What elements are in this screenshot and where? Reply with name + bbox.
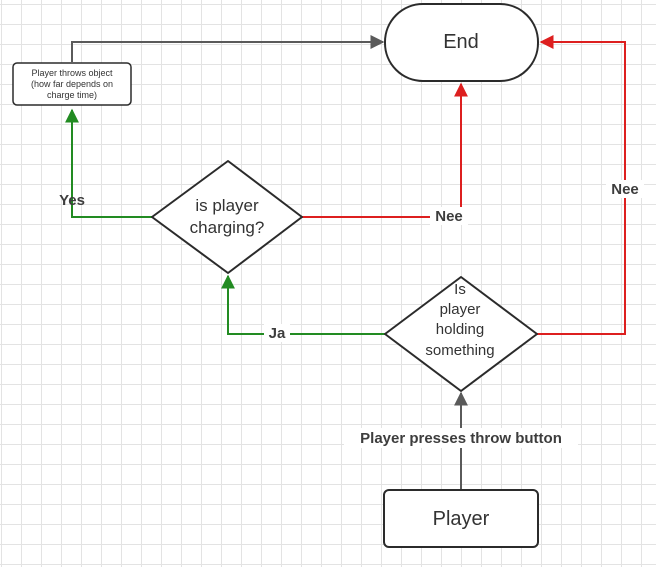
node-charging-line-2: charging? [190, 218, 265, 237]
node-throw-line-1: Player throws object [31, 68, 113, 78]
label-charging-yes: Yes [59, 192, 85, 209]
node-throw-line-2: (how far depends on [31, 79, 113, 89]
label-holding-no: Nee [611, 181, 639, 198]
node-holding-decision: Is player holding something [384, 276, 538, 392]
node-throw-object: Player throws object (how far depends on… [12, 62, 132, 106]
label-player-to-holding: Player presses throw button [360, 430, 562, 447]
node-holding-line-3: holding [436, 321, 484, 338]
node-holding-line-2: player [440, 301, 481, 318]
node-charging-line-1: is player [195, 196, 259, 215]
label-charging-no: Nee [435, 208, 463, 225]
node-throw-line-3: charge time) [47, 90, 97, 100]
label-bg-holding-yes [264, 324, 290, 342]
edge-throw-to-end [71, 35, 385, 62]
edge-holding-yes [221, 274, 385, 335]
label-bg-holding-no [606, 180, 644, 198]
node-end-label: End [443, 31, 479, 53]
node-end: End [384, 3, 539, 82]
node-charging-decision: is player charging? [151, 160, 303, 274]
node-player: Player [383, 489, 539, 548]
label-holding-yes: Ja [269, 325, 286, 342]
node-holding-line-1: Is [454, 281, 466, 298]
label-bg-player-to-holding [344, 428, 578, 448]
edge-charging-no [302, 82, 468, 218]
edge-charging-yes [65, 108, 152, 218]
label-bg-charging-no [430, 207, 468, 225]
node-holding-line-4: something [425, 342, 494, 359]
node-player-label: Player [433, 508, 490, 530]
